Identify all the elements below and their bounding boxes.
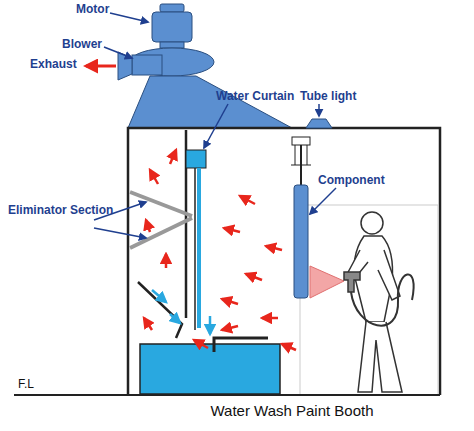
leader-arrows	[94, 13, 336, 238]
motor	[152, 4, 192, 48]
tank-lip	[214, 338, 268, 352]
curtain-tank	[186, 150, 206, 168]
booth-wall	[128, 128, 440, 395]
part-label: Eliminator Section	[8, 204, 113, 217]
caption: Water Wash Paint Booth	[210, 402, 373, 419]
eliminator-blade	[130, 218, 192, 248]
water-tank	[140, 344, 280, 394]
painter-figure	[344, 212, 414, 392]
water-flow-arrows	[152, 290, 210, 334]
part-label: Component	[318, 174, 385, 187]
air-flow-arrows	[144, 150, 296, 350]
blower	[118, 48, 214, 80]
tube-light	[306, 119, 332, 128]
water-curtain	[197, 168, 201, 328]
component	[291, 137, 311, 298]
exhaust-label: Exhaust	[30, 58, 77, 71]
blower-label: Blower	[62, 38, 102, 51]
floor-line	[14, 394, 440, 396]
part-label: Water Curtain	[216, 90, 294, 103]
exhaust-arrow	[86, 65, 116, 68]
floor-label: F.L	[18, 378, 34, 391]
motor-label: Motor	[76, 3, 109, 16]
spray-cone	[310, 266, 344, 298]
curtain-plate	[194, 168, 196, 330]
operator-area	[300, 205, 438, 395]
part-label: Tube light	[300, 90, 356, 103]
baffle	[138, 282, 182, 338]
